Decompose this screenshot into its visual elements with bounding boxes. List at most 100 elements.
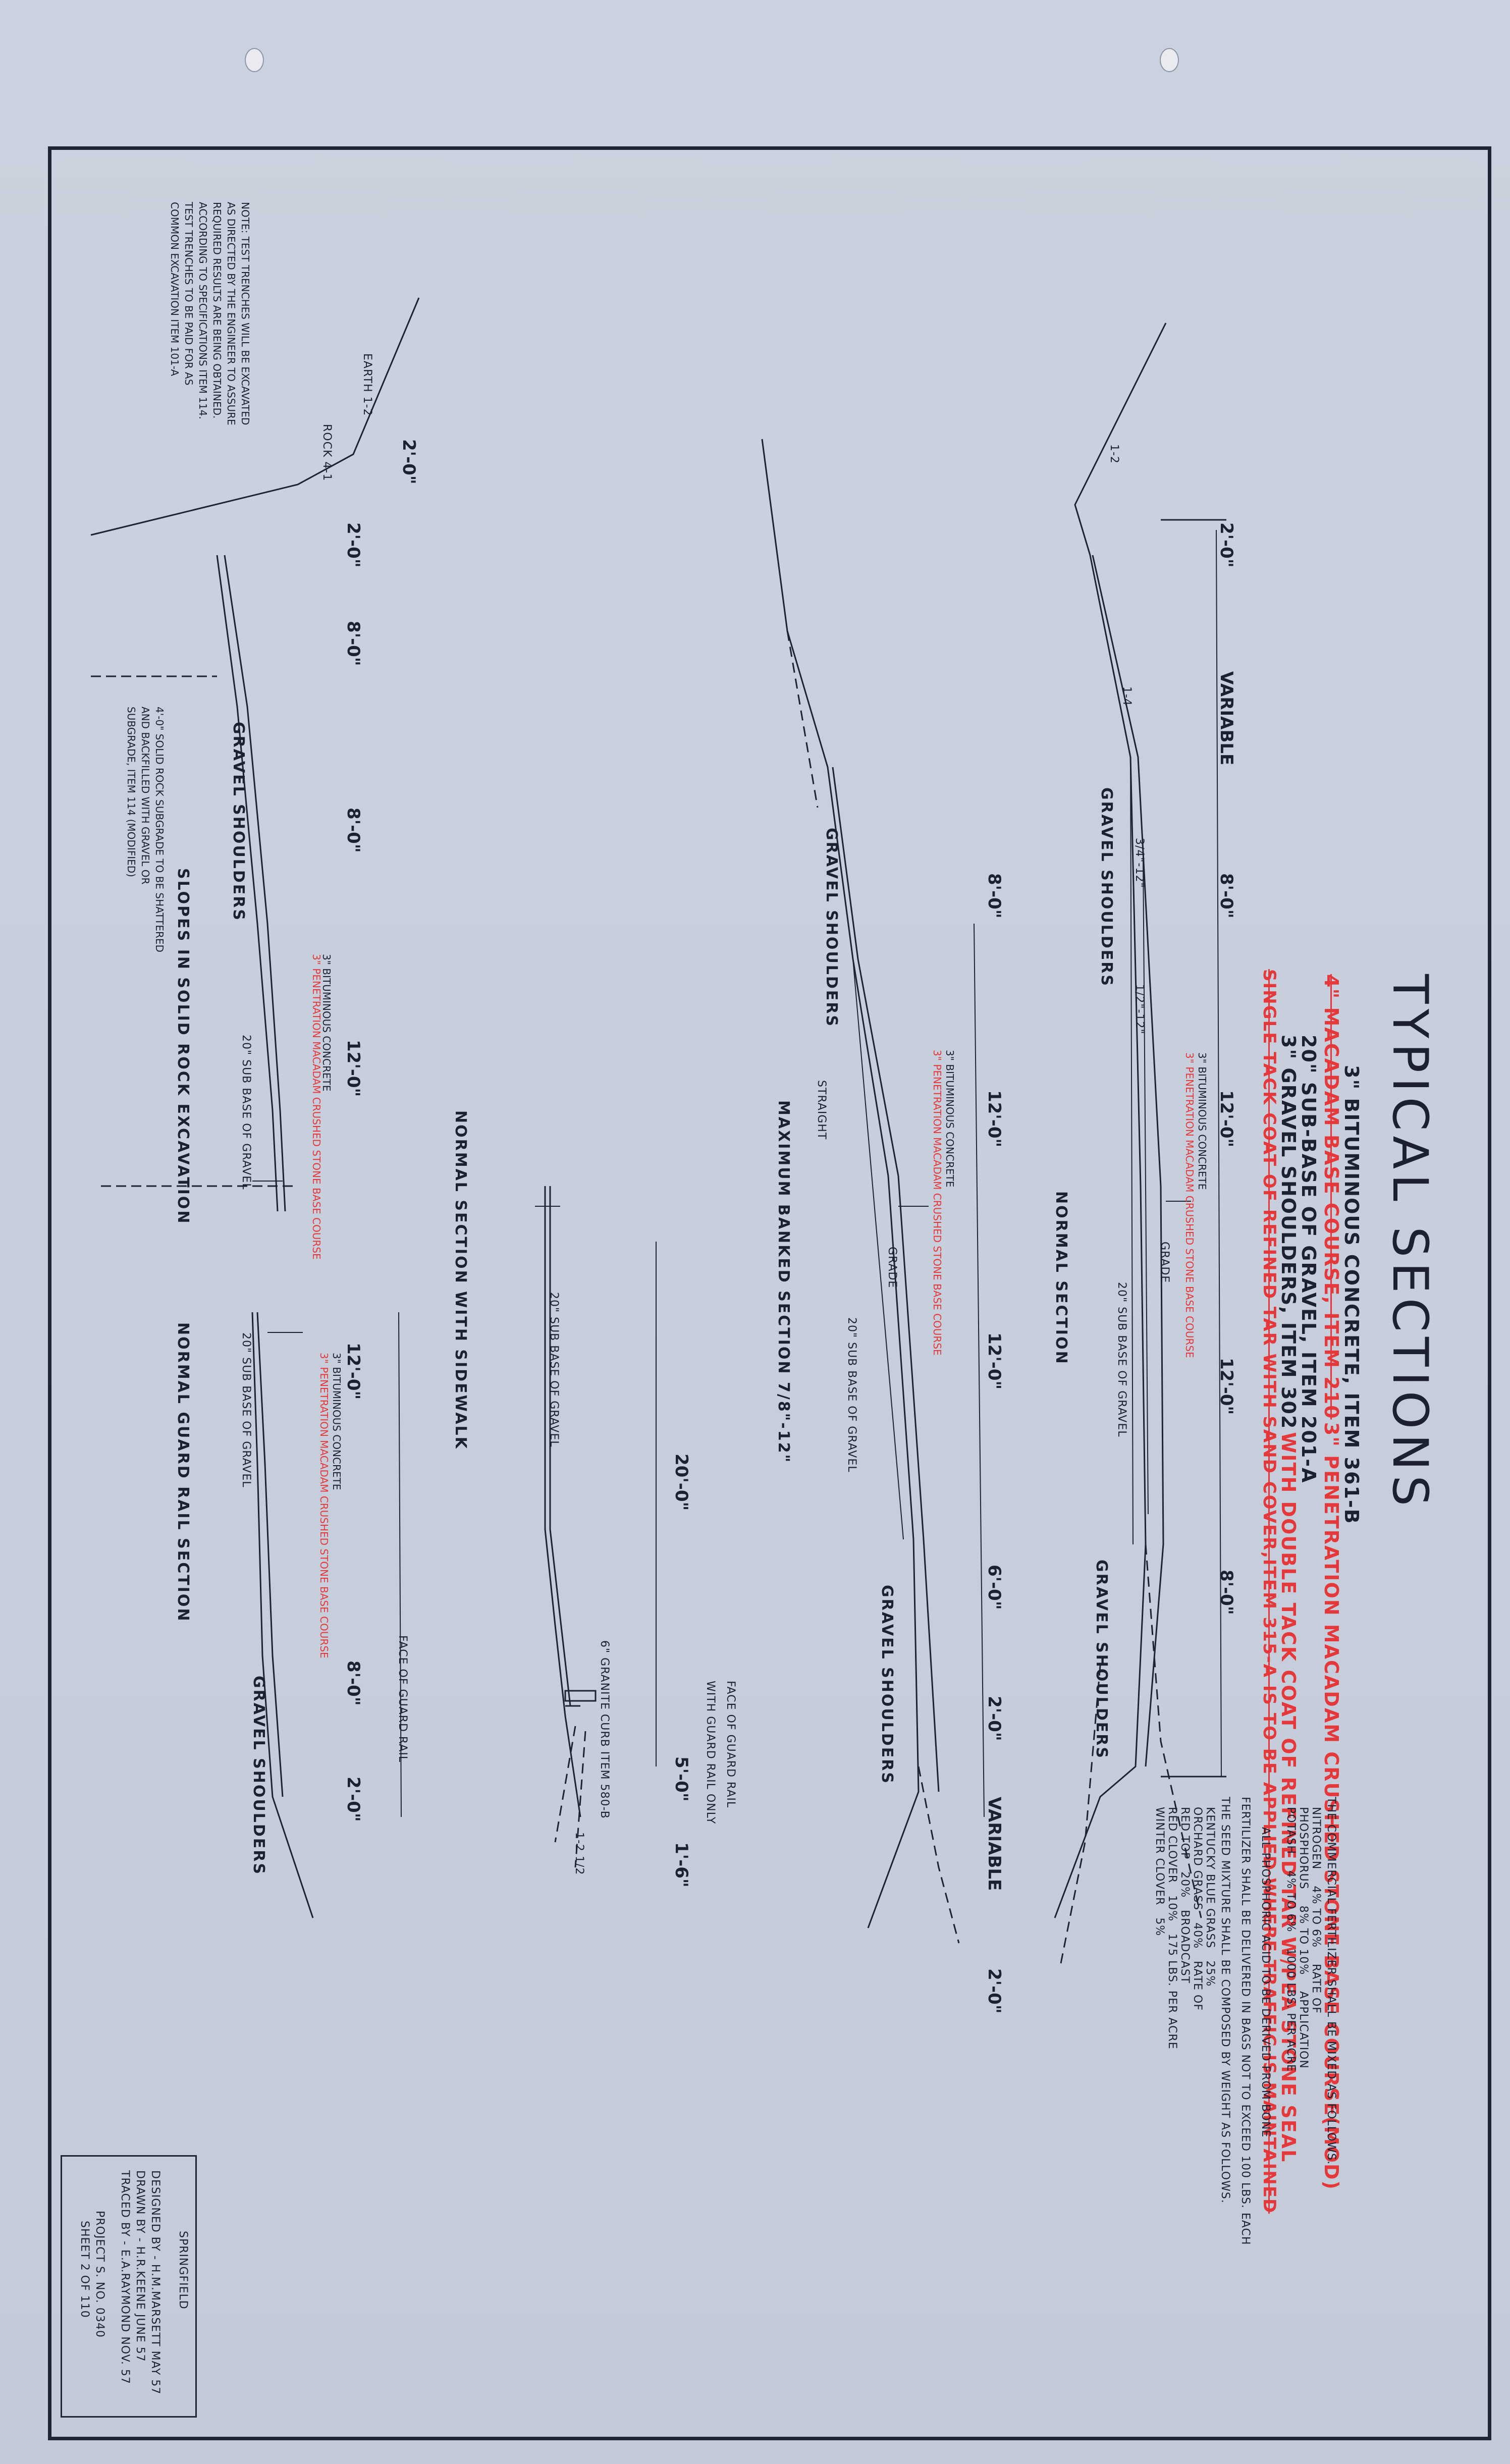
sheet-title-block: TYPICAL SECTIONS	[1382, 974, 1438, 1511]
dim-normal-8ft-b: 8'-0"	[1216, 1570, 1236, 1615]
guard-rail-section-surface	[251, 1312, 314, 1918]
guardrail-gravel-shoulders: GRAVEL SHOULDERS	[250, 1676, 267, 1876]
seed-rate: RATE OF	[1191, 1960, 1204, 2011]
fertilizer-row-1: NITROGEN 4% TO 6% RATE OF	[1310, 1807, 1322, 2014]
sidewalk-section-title: NORMAL SECTION WITH SIDEWALK	[452, 1110, 469, 1450]
dim-normal-8ft: 8'-0"	[1216, 873, 1236, 919]
dim-normal-2ft: 2'-0"	[1216, 522, 1236, 568]
dim-normal-12ft-b: 12'-0"	[1216, 1358, 1236, 1415]
guard-rail-section-title: NORMAL GUARD RAIL SECTION	[174, 1322, 192, 1623]
spec-line-5: 3" GRAVEL SHOULDERS, ITEM 302	[1277, 1035, 1300, 1430]
dim-rock-2ft-b: 2'-0"	[343, 522, 363, 568]
banked-sub-base: 20" SUB BASE OF GRAVEL	[845, 1317, 858, 1473]
dim-banked-8ft: 8'-0"	[984, 873, 1004, 919]
seed-name: WINTER CLOVER	[1153, 1807, 1166, 1906]
guardrail-macadam: 3" PENETRATION MACADAM CRUSHED STONE BAS…	[318, 1353, 330, 1658]
spec-row-3: 20" SUB-BASE OF GRAVEL, ITEM 201-A	[1298, 1035, 1320, 1483]
rock-sub-base: 20" SUB BASE OF GRAVEL	[240, 1035, 252, 1190]
normal-slope-1-4: 1-4	[1120, 686, 1133, 706]
dim-banked-12ft-b: 12'-0"	[984, 1332, 1004, 1390]
banked-gravel-shoulders-left: GRAVEL SHOULDERS	[823, 828, 840, 1028]
titleblock-town: SPRINGFIELD	[177, 2231, 189, 2310]
rock-section-title: SLOPES IN SOLID ROCK EXCAVATION	[174, 868, 192, 1225]
sidewalk-sub-base: 20" SUB BASE OF GRAVEL	[548, 1292, 560, 1448]
fertilizer-rate-value: 1000 LBS. PER ACRE	[1284, 1948, 1297, 2072]
banked-bit-conc: 3" BITUMINOUS CONCRETE	[944, 1050, 956, 1188]
fertilizer-rate-label: RATE OF	[1310, 1963, 1322, 2014]
punch-hole	[245, 48, 264, 72]
dim-rock-8ft: 8'-0"	[343, 621, 363, 666]
dim-guardrail-8ft: 8'-0"	[343, 1660, 363, 1706]
titleblock-drawn: DRAWN BY - H.R.KEENE JUNE 57	[134, 2170, 146, 2362]
normal-slope-mid: 1/2"-12"	[1133, 984, 1146, 1035]
fertilizer-phosphorus-value: 8% TO 10%	[1297, 1905, 1310, 1975]
granite-curb: 6" GRANITE CURB ITEM 580-B	[598, 1640, 611, 1819]
fertilizer-row-3: POTASH 4% TO 6% 1000 LBS. PER ACRE	[1284, 1807, 1297, 2072]
spec-list: 3" BITUMINOUS CONCRETE, ITEM 361-B	[1340, 1065, 1363, 1525]
dim-banked-variable: VARIABLE	[984, 1797, 1004, 1891]
dim-rock-8ft-b: 8'-0"	[343, 808, 363, 853]
normal-sub-base: 20" SUB BASE OF GRAVEL	[1115, 1282, 1128, 1437]
seed-rate: BROADCAST	[1178, 1910, 1191, 1984]
titleblock-project: PROJECT S. NO. 0340	[93, 2211, 106, 2338]
sheet-title: TYPICAL SECTIONS	[1382, 974, 1438, 1512]
seed-row-1: KENTUCKY BLUE GRASS 25%	[1204, 1807, 1216, 1987]
normal-bit-conc: 3" BITUMINOUS CONCRETE	[1196, 1052, 1208, 1190]
dim-banked-6ft: 6'-0"	[984, 1565, 1004, 1610]
dim-sidewalk-20ft: 20'-0"	[671, 1454, 691, 1511]
fertilizer-bags-note: FERTILIZER SHALL BE DELIVERED IN BAGS NO…	[1239, 1797, 1252, 2245]
seed-pct: 20%	[1178, 1871, 1191, 1898]
banked-grade: GRADE	[886, 1247, 898, 1289]
banked-section-surface	[761, 439, 920, 1929]
guardrail-face-label: FACE OF GUARD RAIL	[396, 1635, 409, 1763]
seed-name: RED TOP	[1178, 1807, 1191, 1860]
fertilizer-potash: POTASH	[1284, 1807, 1297, 1854]
seed-rate: 175 LBS. PER ACRE	[1166, 1934, 1178, 2050]
guardrail-sub-base: 20" SUB BASE OF GRAVEL	[240, 1332, 252, 1488]
seed-intro: THE SEED MIXTURE SHALL BE COMPOSED BY WE…	[1219, 1797, 1231, 2204]
title-block	[61, 2155, 197, 2418]
dim-banked-2ft-b: 2'-0"	[984, 1968, 1004, 2014]
banked-gravel-shoulders-right: GRAVEL SHOULDERS	[878, 1585, 896, 1785]
sidewalk-slope: 1-2 1/2	[573, 1832, 585, 1876]
punch-hole	[1160, 48, 1179, 72]
dim-normal-variable: VARIABLE	[1216, 671, 1236, 766]
dim-banked-2ft: 2'-0"	[984, 1696, 1004, 1741]
normal-macadam: 3" PENETRATION MACADAM CRUSHED STONE BAS…	[1183, 1052, 1196, 1358]
fertilizer-phos-note: ALL PHOSPHORIC ACID TO BE DERIVED FROM B…	[1259, 1827, 1272, 2138]
rock-gravel-shoulders: GRAVEL SHOULDERS	[230, 722, 247, 922]
seed-row-5: WINTER CLOVER 5%	[1153, 1807, 1166, 1936]
seed-name: RED CLOVER	[1166, 1807, 1178, 1884]
rock-rock-label: ROCK 4-1	[320, 424, 333, 481]
rock-macadam: 3" PENETRATION MACADAM CRUSHED STONE BAS…	[310, 954, 322, 1260]
normal-grade: GRADE	[1158, 1242, 1171, 1283]
dim-sidewalk-5ft: 5'-0"	[671, 1756, 691, 1802]
seed-row-4: RED CLOVER 10% 175 LBS. PER ACRE	[1166, 1807, 1178, 2050]
normal-slope-left: 3/4"-12"	[1133, 838, 1146, 888]
fertilizer-application-label: APPLICATION	[1297, 1991, 1310, 2069]
dim-normal-12ft-a: 12'-0"	[1216, 1090, 1236, 1148]
fertilizer-potash-value: 4% TO 6%	[1284, 1870, 1297, 1933]
seed-pct: 25%	[1204, 1960, 1216, 1987]
fertilizer-nitrogen: NITROGEN	[1310, 1807, 1322, 1870]
seed-pct: 40%	[1191, 1922, 1204, 1949]
spec-line-2: 4" MACADAM BASE COURSE, ITEM 210	[1320, 974, 1342, 1420]
normal-section-title: NORMAL SECTION	[1052, 1191, 1070, 1365]
rock-section-surface	[90, 297, 420, 536]
fertilizer-row-2: PHOSPHORUS 8% TO 10% APPLICATION	[1297, 1807, 1310, 2069]
with-guard-rail-only: WITH GUARD RAIL ONLY	[704, 1681, 717, 1825]
titleblock-designed: DESIGNED BY - H.M.MARSETT MAY 57	[149, 2170, 161, 2395]
dim-rock-12ft: 12'-0"	[343, 1040, 363, 1097]
dim-guardrail-12ft: 12'-0"	[343, 1343, 363, 1400]
dim-rock-2ft: 2'-0"	[399, 439, 419, 485]
spec-line-4: 20" SUB-BASE OF GRAVEL, ITEM 201-A	[1298, 1035, 1320, 1484]
fertilizer-nitrogen-value: 4% TO 6%	[1310, 1886, 1322, 1948]
rock-test-trench-note: NOTE: TEST TRENCHES WILL BE EXCAVATED AS…	[169, 202, 251, 425]
normal-gravel-shoulders-right: GRAVEL SHOULDERS	[1093, 1560, 1110, 1759]
normal-slope-1-2: 1-2	[1108, 444, 1120, 464]
seed-pct: 10%	[1166, 1895, 1178, 1922]
dim-banked-12ft-a: 12'-0"	[984, 1090, 1004, 1148]
banked-macadam: 3" PENETRATION MACADAM CRUSHED STONE BAS…	[931, 1050, 943, 1356]
fertilizer-phosphorus: PHOSPHORUS	[1297, 1807, 1310, 1890]
